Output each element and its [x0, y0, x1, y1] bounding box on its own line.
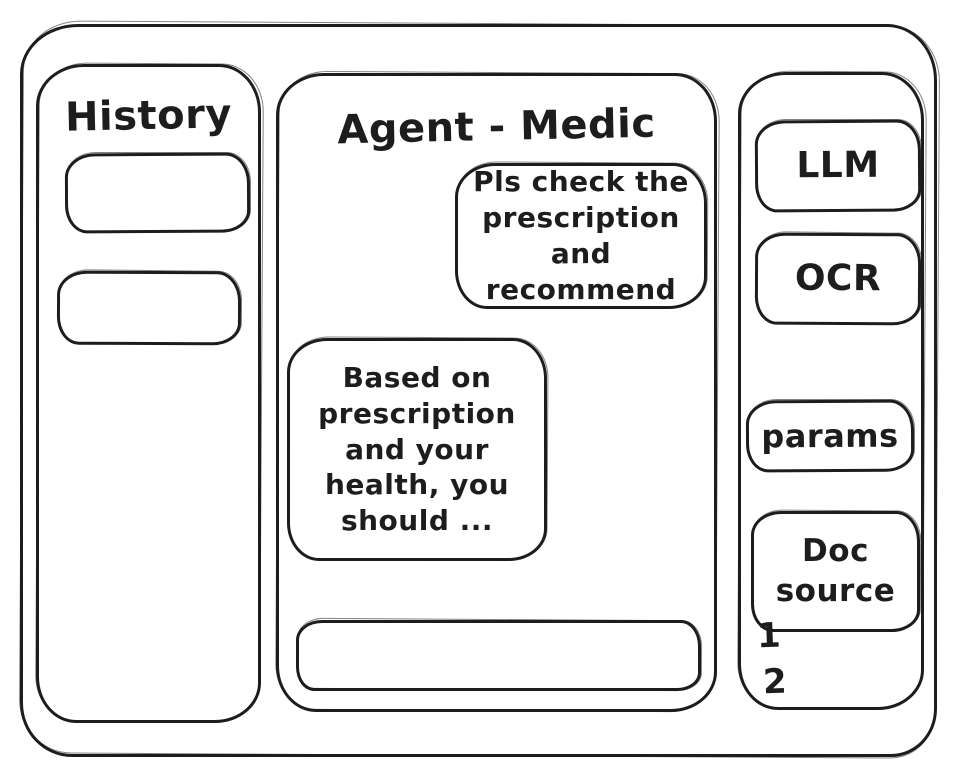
history-item[interactable]	[64, 152, 251, 234]
assistant-message-text: Based on prescription and your health, y…	[318, 360, 516, 538]
user-message-bubble: Pls check the prescription and recommend	[455, 163, 707, 309]
message-input[interactable]	[299, 623, 698, 688]
doc-source-item-2[interactable]: 2	[762, 661, 788, 703]
doc-source-button[interactable]: Doc source	[751, 511, 920, 632]
ocr-button-label: OCR	[794, 257, 882, 300]
history-title: History	[64, 91, 233, 141]
assistant-message-bubble: Based on prescription and your health, y…	[287, 338, 547, 561]
params-button-label: params	[761, 416, 899, 455]
chat-panel: Agent - Medic Pls check the prescription…	[276, 73, 717, 712]
history-item[interactable]	[56, 270, 242, 346]
ocr-button[interactable]: OCR	[754, 232, 922, 326]
doc-source-item-1[interactable]: 1	[756, 615, 782, 657]
chat-title: Agent - Medic	[336, 100, 657, 154]
llm-button[interactable]: LLM	[754, 119, 922, 213]
params-button[interactable]: params	[745, 399, 915, 473]
tools-panel: LLM OCR params Doc source 1 2	[738, 72, 924, 710]
llm-button-label: LLM	[796, 144, 880, 187]
user-message-text: Pls check the prescription and recommend	[473, 165, 689, 306]
doc-source-button-label: Doc source	[775, 532, 896, 609]
history-panel: History	[36, 64, 261, 723]
message-input-bar[interactable]	[296, 620, 701, 691]
